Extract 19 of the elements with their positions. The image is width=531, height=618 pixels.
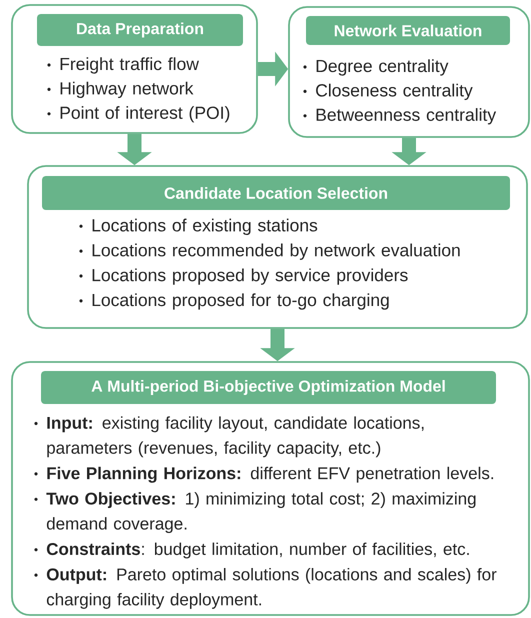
bullet-item: Locations recommended by network evaluation <box>79 244 460 260</box>
bullet-item: Two Objectives: 1) minimizing total cost; 2) maximizing demand coverage. <box>34 492 476 534</box>
bullet-item: Closeness centrality <box>303 84 473 100</box>
bullet-item: Output: Pareto optimal solutions (locations and scales) for charging facility deployment. <box>34 568 496 609</box>
bullet-item: Five Planning Horizons: different EFV penetration levels. <box>34 466 494 483</box>
heading-banner: Network Evaluation <box>306 16 510 45</box>
heading-banner: Data Preparation <box>37 14 243 46</box>
heading-banner: Candidate Location Selection <box>42 176 510 210</box>
bullet-item: Point of interest (POI) <box>47 106 230 122</box>
bullet-item: Degree centrality <box>303 59 448 76</box>
heading-banner: A Multi-period Bi-objective Optimization Model <box>41 371 496 404</box>
bullet-item: Locations proposed for to-go charging <box>79 293 389 310</box>
bullet-item: Locations of existing stations <box>79 218 318 235</box>
bullet-item: Freight traffic flow <box>47 57 199 74</box>
bullet-item: Locations proposed by service providers <box>79 268 408 285</box>
bullet-item: Constraints: budget limitation, number of facilities, etc. <box>34 542 469 558</box>
bullet-item: Betweenness centrality <box>303 108 496 124</box>
bullet-item: Highway network <box>47 82 194 98</box>
bullet-item: Input: existing facility layout, candidate locations, parameters (revenues, facility capacity, etc.) <box>34 416 424 458</box>
